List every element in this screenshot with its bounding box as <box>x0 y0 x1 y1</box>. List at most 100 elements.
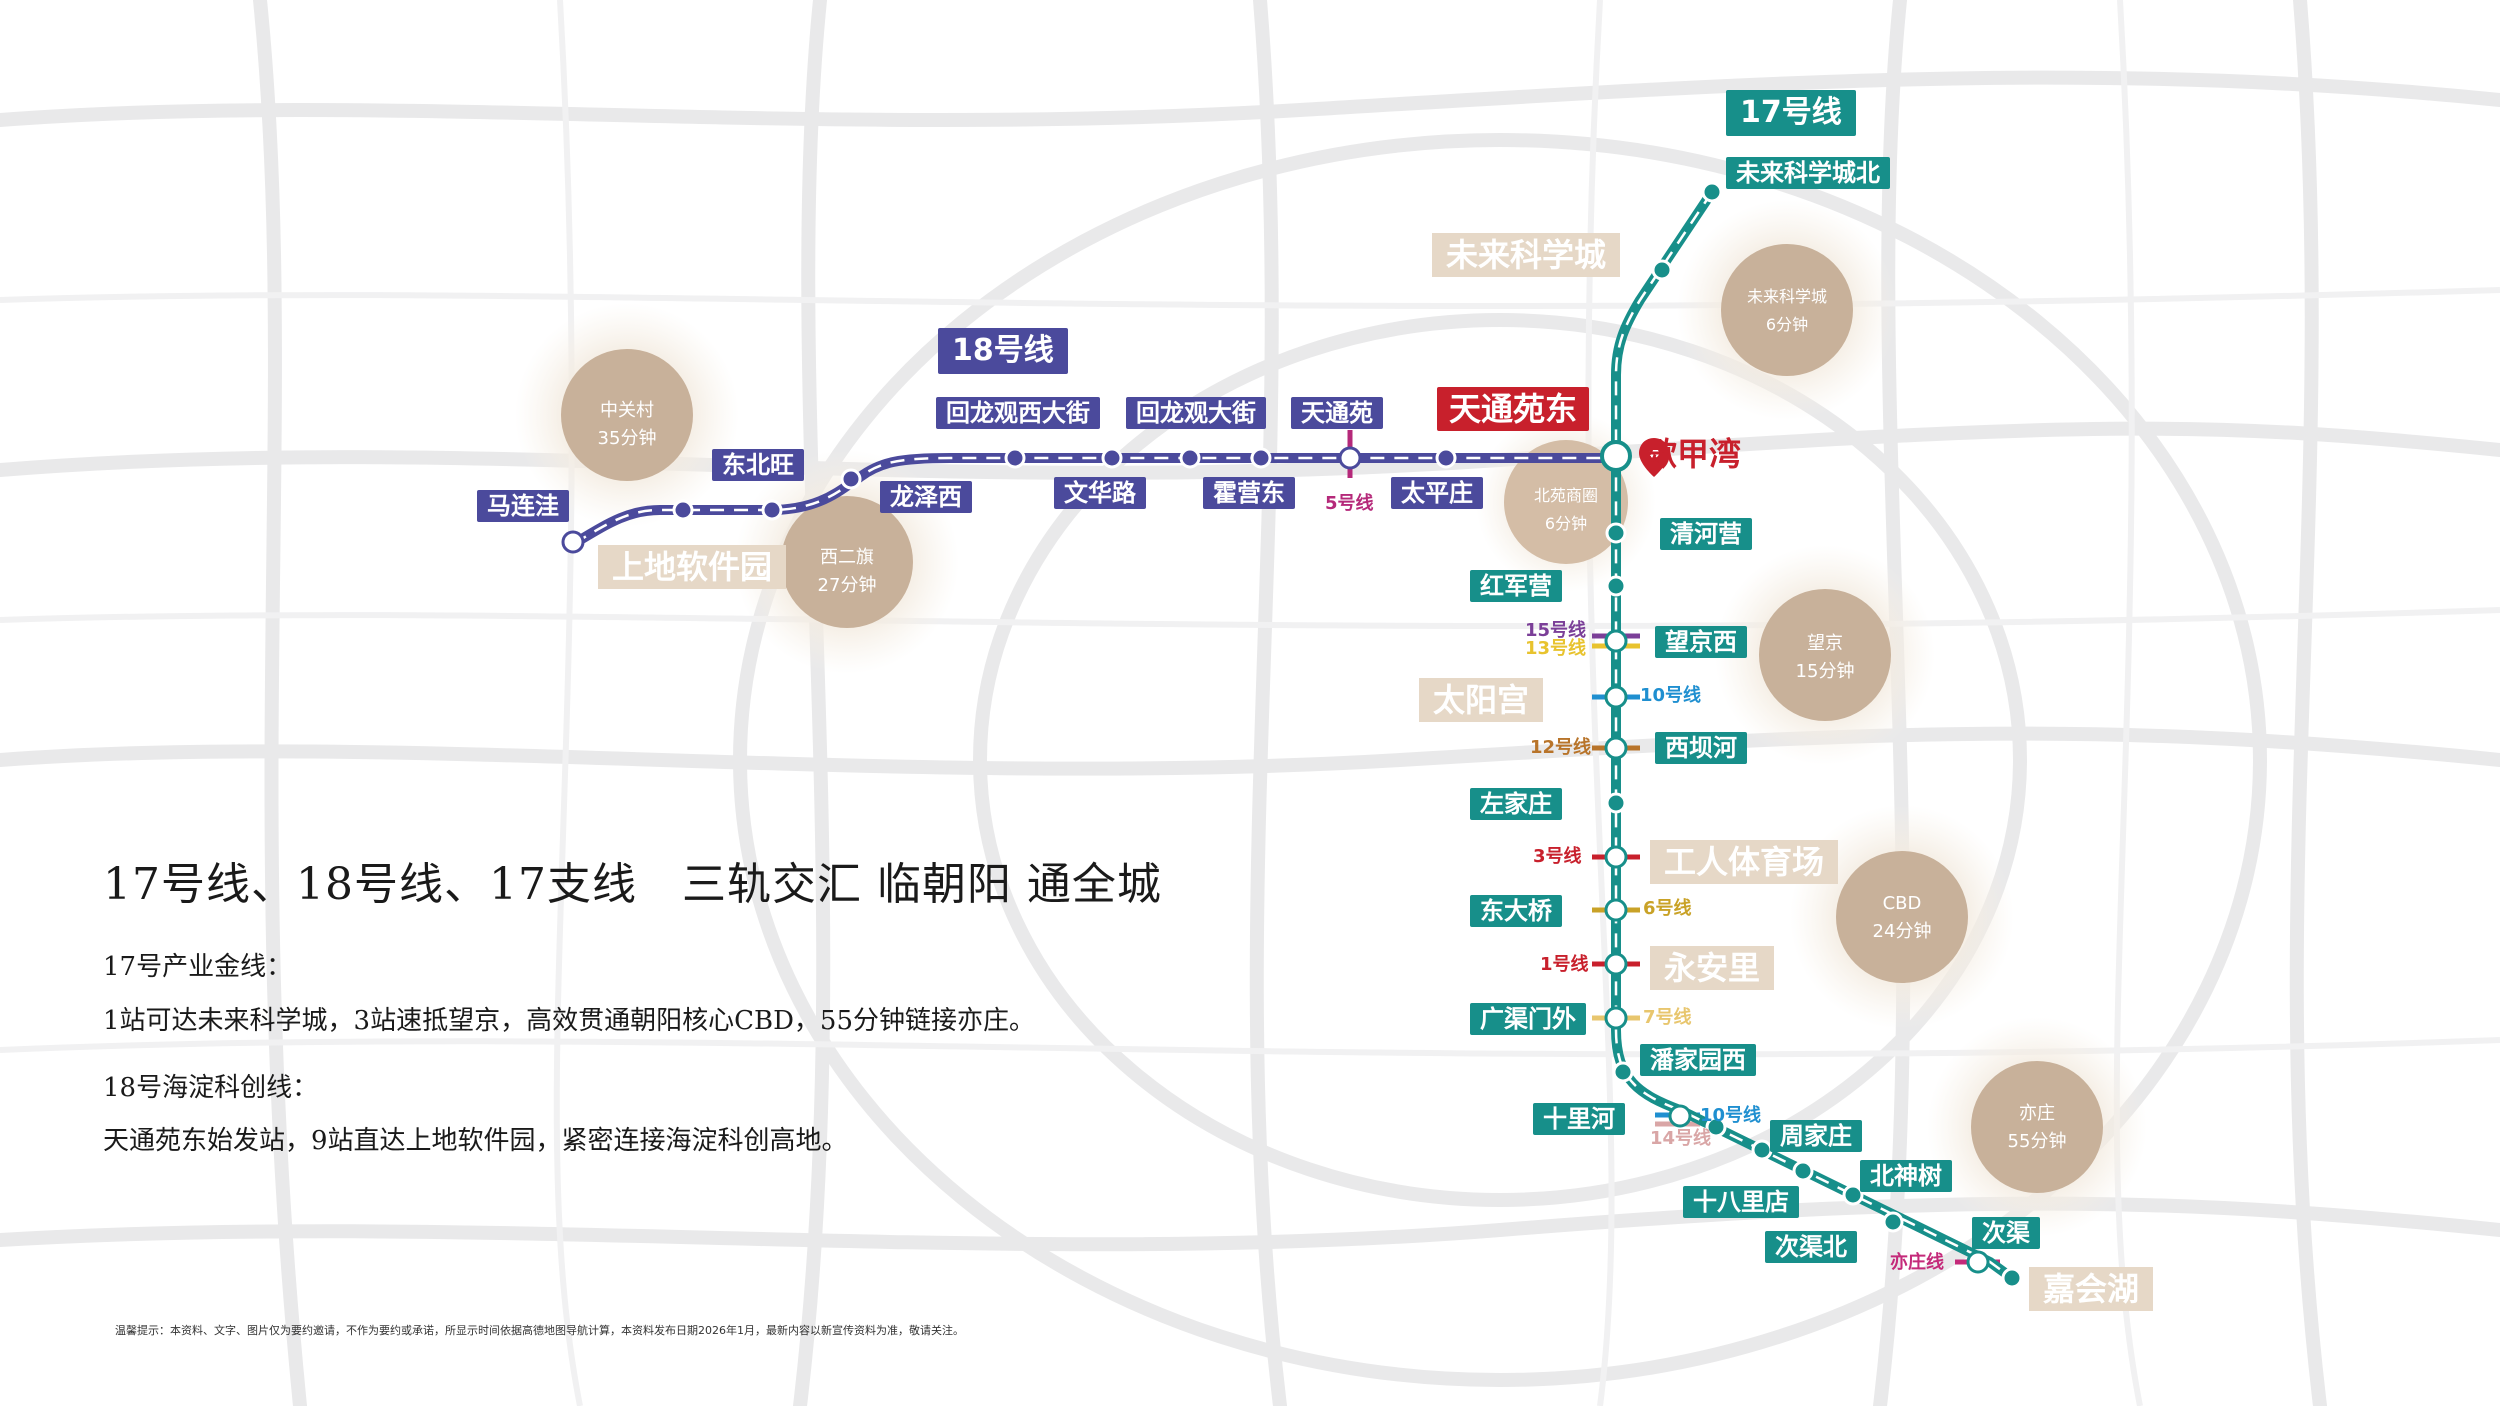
connection-label-line1: 1号线 <box>1540 954 1589 975</box>
line-18-tag: 18号线 <box>938 328 1068 374</box>
connection-label-line5: 5号线 <box>1325 493 1374 514</box>
station-dot-weilaikexuechengbei <box>1701 181 1723 203</box>
station-label-dongdaqiao: 东大桥 <box>1470 895 1562 927</box>
connection-label-line6: 6号线 <box>1643 898 1692 919</box>
station-dot-huoyingdong <box>1250 447 1272 469</box>
station-label-wenhualu: 文华路 <box>1054 477 1146 509</box>
station-label-zhoujiazhuang: 周家庄 <box>1770 1120 1862 1152</box>
station-dot-taipingzhuang <box>1435 447 1457 469</box>
station-dot-ciqubei <box>1882 1211 1904 1233</box>
station-label-huoyingdong: 霍营东 <box>1203 477 1295 509</box>
connection-label-line13: 13号线 <box>1525 638 1587 659</box>
time-circle-zhongguancun <box>515 303 739 527</box>
station-label-beishenshu: 北神树 <box>1860 1160 1952 1192</box>
line-17-tag: 17号线 <box>1726 90 1856 136</box>
station-dot-line17-b <box>1651 259 1673 281</box>
transfer-icon-gongti <box>1604 845 1628 869</box>
area-label-shangdi: 上地软件园 <box>598 545 787 589</box>
station-dot-wenhualu <box>1101 447 1123 469</box>
station-label-shibalidian: 十八里店 <box>1683 1186 1799 1218</box>
station-dot-panjiayuanxi <box>1612 1061 1634 1083</box>
line17-desc-title: 17号产业金线： <box>103 952 293 982</box>
station-dot-beishenshu <box>1842 1184 1864 1206</box>
transfer-icon-yonganli <box>1604 952 1628 976</box>
station-dot-longzexi <box>840 468 862 490</box>
line18-desc-text: 天通苑东始发站，9站直达上地软件园，紧密连接海淀科创高地。 <box>103 1126 848 1156</box>
station-label-tiantongyuandong: 天通苑东 <box>1437 387 1590 431</box>
station-label-shilihe: 十里河 <box>1533 1103 1625 1135</box>
connection-label-line10-a: 10号线 <box>1640 685 1702 706</box>
disclaimer: 温馨提示：本资料、文字、图片仅为要约邀请，不作为要约或承诺，所显示时间依据高德地… <box>115 1324 964 1337</box>
station-label-wangjingxi: 望京西 <box>1655 626 1747 658</box>
station-label-guangqumenwai: 广渠门外 <box>1470 1003 1586 1035</box>
line17-desc-text: 1站可达未来科学城，3站速抵望京，高效贯通朝阳核心CBD，55分钟链接亦庄。 <box>103 1006 1036 1036</box>
time-circle-yizhuang <box>1927 1017 2147 1237</box>
station-dot-huilongguandajie <box>1179 447 1201 469</box>
transfer-icon-tiantongyuan <box>1338 446 1362 470</box>
line-18-inner-dash <box>572 456 1616 544</box>
location-pin-icon <box>1639 438 1669 477</box>
connection-label-line15: 15号线 <box>1525 620 1587 641</box>
station-label-zuojiazhuang: 左家庄 <box>1470 788 1562 820</box>
transfer-icon-taiyanggong <box>1604 685 1628 709</box>
transfer-icon-shilihe <box>1668 1104 1692 1128</box>
area-label-jiahuihu: 嘉会湖 <box>2029 1267 2154 1311</box>
station-dot-zhoujiazhuang-a <box>1705 1116 1727 1138</box>
station-label-ciqu: 次渠 <box>1972 1217 2040 1249</box>
project-name-label: 歇甲湾 <box>1645 435 1742 473</box>
station-label-weilaikexuechengbei: 未来科学城北 <box>1726 157 1890 189</box>
station-label-xibahe: 西坝河 <box>1655 732 1747 764</box>
connection-label-line3: 3号线 <box>1533 846 1582 867</box>
station-label-taipingzhuang: 太平庄 <box>1391 477 1483 509</box>
station-dot-jiahuihu <box>2001 1267 2023 1289</box>
transfer-icon-ciqu <box>1966 1250 1990 1274</box>
station-dot-zhoujiazhuang <box>1751 1139 1773 1161</box>
transfer-icon-malianwa <box>561 530 585 554</box>
station-dot-qinghey <box>1605 522 1627 544</box>
station-label-tiantongyuan: 天通苑 <box>1291 397 1383 429</box>
connection-label-line7: 7号线 <box>1643 1007 1692 1028</box>
station-dot-dongbeiwang <box>761 499 783 521</box>
transfer-icon-dongdaqiao <box>1604 898 1628 922</box>
station-dot-hongjunying <box>1605 575 1627 597</box>
area-label-yonganli: 永安里 <box>1650 946 1775 990</box>
station-label-hongjunying: 红军营 <box>1470 570 1562 602</box>
station-label-qingheying: 清河营 <box>1660 518 1752 550</box>
time-circle-wangjing <box>1715 545 1935 765</box>
station-label-huilongguandajie: 回龙观大街 <box>1126 397 1266 429</box>
connection-label-line14: 14号线 <box>1650 1128 1712 1149</box>
headline: 17号线、18号线、17支线 三轨交汇 临朝阳 通全城 <box>103 859 1162 910</box>
connection-label-line12: 12号线 <box>1530 737 1592 758</box>
time-circle-weilai <box>1677 200 1897 420</box>
connection-label-yizhuang: 亦庄线 <box>1890 1252 1944 1273</box>
station-dot-zuojiazhuang <box>1605 792 1627 814</box>
transfer-icon-tiantongyuandong <box>1600 440 1632 472</box>
area-label-gongti: 工人体育场 <box>1650 840 1839 884</box>
station-label-huilongguanxidajie: 回龙观西大街 <box>936 397 1100 429</box>
transfer-icon-xibahe <box>1604 736 1628 760</box>
transfer-icon-wangjingxi <box>1604 629 1628 653</box>
station-dot-shibalidian <box>1792 1160 1814 1182</box>
area-label-weilaikexuecheng: 未来科学城 <box>1432 233 1621 277</box>
station-label-malianwa: 马连洼 <box>477 490 569 522</box>
station-dot-huilongguanxidajie <box>1004 447 1026 469</box>
area-label-taiyanggong: 太阳宫 <box>1419 678 1544 722</box>
station-label-longzexi: 龙泽西 <box>880 481 972 513</box>
time-circle-cbd <box>1790 805 2014 1029</box>
transfer-icon-guangqumenwai <box>1604 1006 1628 1030</box>
station-label-dongbeiwang: 东北旺 <box>712 449 804 481</box>
station-label-ciqubei: 次渠北 <box>1765 1231 1857 1263</box>
station-label-panjiayuanxi: 潘家园西 <box>1640 1044 1756 1076</box>
connection-label-line10-b: 10号线 <box>1700 1105 1762 1126</box>
station-dot-donghbeiwang-a <box>672 499 694 521</box>
line18-desc-title: 18号海淀科创线： <box>103 1073 319 1103</box>
